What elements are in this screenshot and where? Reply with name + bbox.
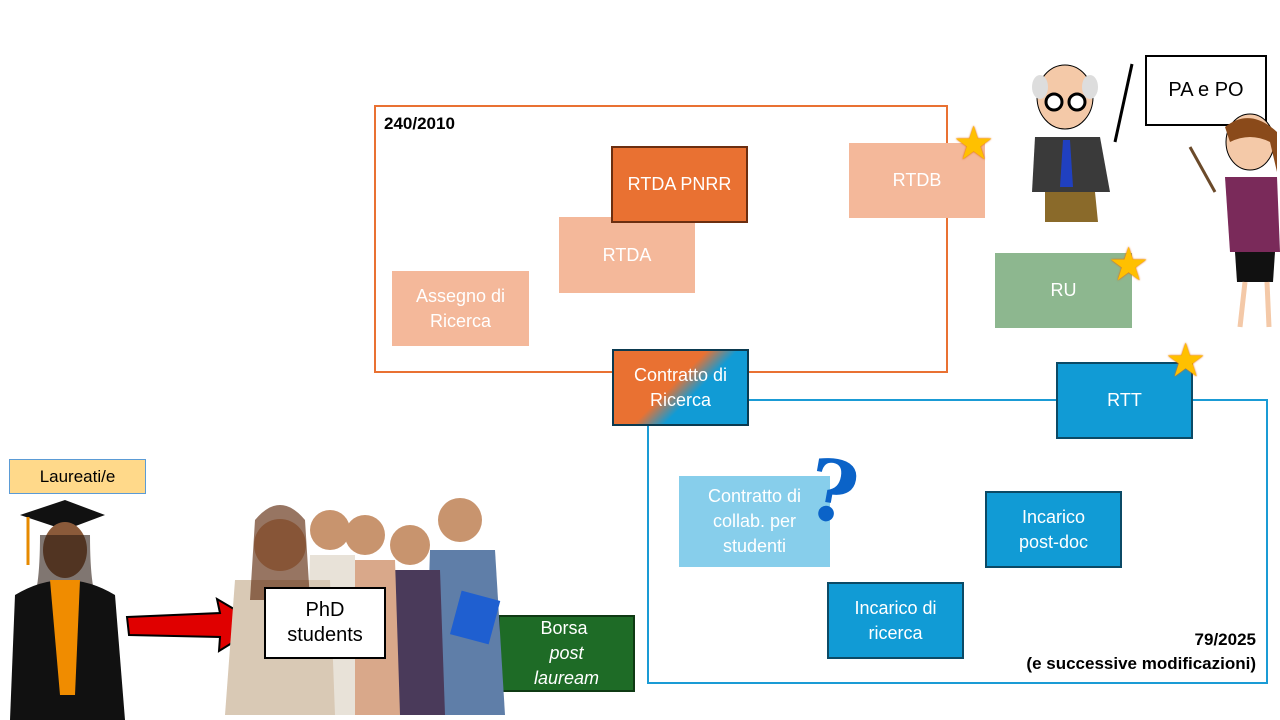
contratto-collab-studenti-box: Contratto di collab. per studenti (679, 476, 830, 567)
frame-240-2010-label: 240/2010 (384, 114, 455, 133)
law-note: (e successive modificazioni) (1026, 654, 1256, 673)
assegno-di-ricerca-box: Assegno di Ricerca (392, 271, 529, 346)
graduate-illustration (10, 500, 125, 720)
professor-man-illustration (1032, 63, 1134, 222)
frame-79-2025 (647, 399, 1268, 684)
borsa-post-lauream-box: Borsa post lauream (498, 615, 635, 692)
star-icon: ★ (1165, 334, 1207, 386)
frame-79-2025-label: 79/2025 (e successive modificazioni) (1026, 628, 1256, 676)
rtdb-box: RTDB (849, 143, 985, 218)
phd-students-box: PhD students (264, 587, 386, 659)
rtda-box: RTDA (559, 217, 695, 293)
borsa-label: Borsa (540, 618, 593, 638)
laureati-box: Laureati/e (9, 459, 146, 494)
incarico-post-doc-box: Incarico post-doc (985, 491, 1122, 568)
star-icon: ★ (1108, 238, 1150, 290)
post-lauream-label: post lauream (533, 643, 600, 688)
incarico-di-ricerca-box: Incarico di ricerca (827, 582, 964, 659)
ru-box: RU (995, 253, 1132, 328)
star-icon: ★ (953, 117, 995, 169)
rtt-box: RTT (1056, 362, 1193, 439)
rtda-pnrr-box: RTDA PNRR (611, 146, 748, 223)
law-number: 79/2025 (1194, 630, 1256, 649)
contratto-di-ricerca-box: Contratto di Ricerca (612, 349, 749, 426)
professor-woman-illustration (1188, 113, 1280, 328)
